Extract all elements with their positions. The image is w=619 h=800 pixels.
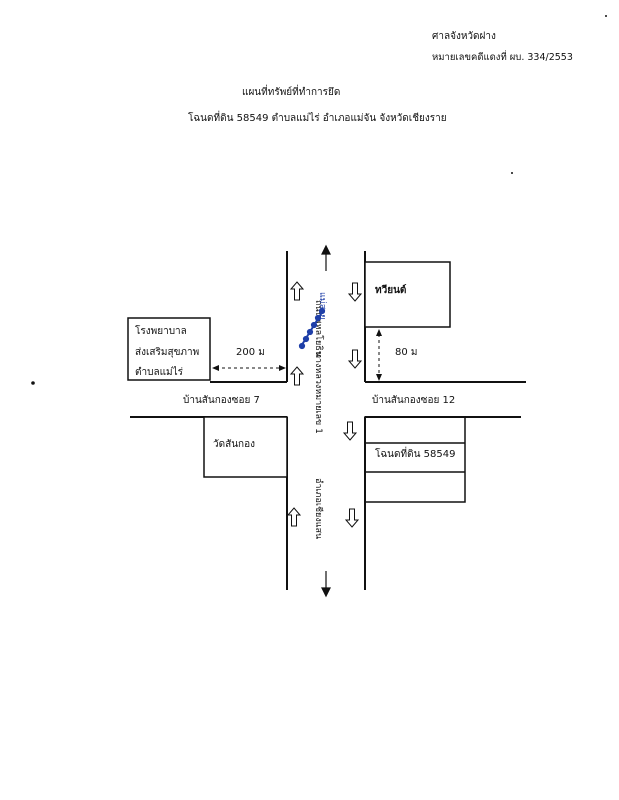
road-center-label: ทางหลวงหมายเลข 1 [313,352,323,434]
case-number: หมายเลขคดีแดงที่ ผบ. 334/2553 [432,52,573,63]
shop-distance-label: 80 ม [395,347,418,358]
temple-label: วัดสันกอง [213,439,255,450]
land-plot-label: โฉนดที่ดิน 58549 [375,446,455,460]
document-title: แผนที่ทรัพย์ที่ทำการยึด [242,87,341,98]
soi-left-label: บ้านสันกองซอย 7 [183,394,260,406]
north-ink-mark: แม่สาย [298,292,327,350]
shop-box [364,261,451,328]
lane-arrow-up-icon [287,507,301,527]
lane-arrow-down-icon [345,508,359,528]
hospital-distance-marker [212,365,286,371]
road-north-label: ถนนพหลโยธิน [313,300,324,357]
north-mark-label: แม่สาย [317,292,327,320]
hospital-box [127,317,211,381]
shop-label: ทวียนต์ [375,284,406,296]
hospital-distance-label: 200 ม [236,347,265,358]
center-direction-arrows [321,244,331,598]
lane-arrow-up-icon [290,366,304,386]
scan-specks [31,15,607,385]
document-subtitle: โฉนดที่ดิน 58549 ตำบลแม่ไร่ อำเภอแม่จัน … [188,113,447,124]
soi-right-label: บ้านสันกองซอย 12 [372,394,455,406]
shop-distance-marker [376,329,382,381]
land-plots [364,416,466,503]
hospital-label-line2: ส่งเสริมสุขภาพ [135,347,199,358]
lane-arrow-down-icon [348,349,362,369]
hospital-label-line3: ตำบลแม่ไร่ [135,366,184,378]
lane-arrow-down-icon [348,282,362,302]
road-south-label: อำเภอเชียงแสน [313,478,324,539]
hospital-label-line1: โรงพยาบาล [135,324,187,337]
lane-arrow-up-icon [290,281,304,301]
temple-box [203,416,288,478]
court-name: ศาลจังหวัดฝาง [432,31,496,42]
lane-arrow-down-icon [343,421,357,441]
